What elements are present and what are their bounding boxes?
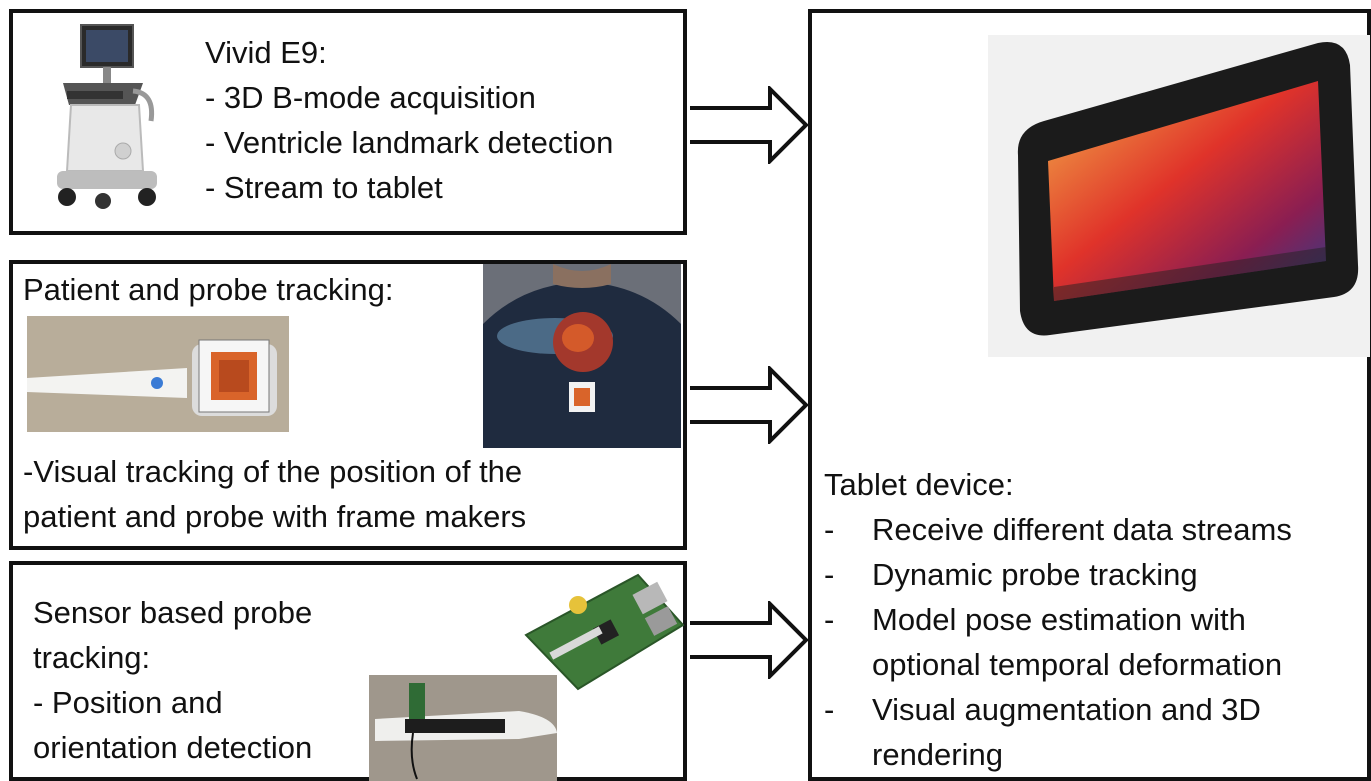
- sensor-tracking-box: Sensor based probe tracking: - Position …: [9, 561, 687, 781]
- probe-marker-image: [27, 316, 289, 432]
- sensor-line-2: tracking:: [33, 639, 151, 675]
- arrow-sensor-to-tablet: [690, 601, 809, 679]
- tablet-title: Tablet device:: [824, 467, 1014, 502]
- tablet-item-4-cont: rendering: [824, 733, 1292, 778]
- arrow-vivid-to-tablet: [690, 86, 809, 164]
- tablet-item-4: - Visual augmentation and 3D: [824, 688, 1292, 733]
- tablet-image: [988, 35, 1370, 357]
- dash-2: -: [824, 556, 835, 592]
- sensor-probe-image: [369, 675, 557, 781]
- vivid-item-1: - 3D B-mode acquisition: [205, 79, 536, 115]
- vivid-item-3: - Stream to tablet: [205, 169, 443, 205]
- tablet-item-3-cont-text: optional temporal deformation: [872, 646, 1283, 682]
- vivid-item-2: - Ventricle landmark detection: [205, 124, 614, 160]
- tablet-item-2-text: Dynamic probe tracking: [872, 556, 1198, 592]
- tablet-item-2: - Dynamic probe tracking: [824, 553, 1292, 598]
- ultrasound-machine-image: [43, 21, 163, 221]
- sensor-line-4: orientation detection: [33, 729, 313, 765]
- patient-marker-image: [483, 264, 681, 448]
- tablet-item-4-text: Visual augmentation and 3D: [872, 691, 1261, 727]
- circuit-board-image: [518, 565, 686, 693]
- tablet-item-3-cont: optional temporal deformation: [824, 643, 1292, 688]
- tracking-title: Patient and probe tracking:: [23, 272, 394, 307]
- dash-3: -: [824, 601, 835, 637]
- sensor-line-1: Sensor based probe: [33, 595, 313, 630]
- dash-4: -: [824, 691, 835, 727]
- arrow-tracking-to-tablet: [690, 366, 809, 444]
- vivid-e9-text: Vivid E9: - 3D B-mode acquisition - Vent…: [205, 31, 613, 211]
- tablet-item-3: - Model pose estimation with: [824, 598, 1292, 643]
- sensor-line-3: - Position and: [33, 684, 223, 720]
- tablet-item-1-text: Receive different data streams: [872, 512, 1292, 547]
- tablet-device-box: Tablet device: - Receive different data s…: [808, 9, 1371, 781]
- tablet-item-4-cont-text: rendering: [872, 736, 1003, 772]
- tracking-description: -Visual tracking of the position of the …: [23, 450, 526, 540]
- sensor-text: Sensor based probe tracking: - Position …: [33, 591, 312, 771]
- tablet-item-3-text: Model pose estimation with: [872, 601, 1246, 637]
- patient-probe-tracking-box: Patient and probe tracking: -Visual trac…: [9, 260, 687, 550]
- tracking-desc-line-1: -Visual tracking of the position of the: [23, 454, 523, 489]
- dash-1: -: [824, 512, 835, 547]
- vivid-e9-title: Vivid E9:: [205, 35, 327, 70]
- vivid-e9-box: Vivid E9: - 3D B-mode acquisition - Vent…: [9, 9, 687, 235]
- tablet-feature-list: - Receive different data streams - Dynamic…: [824, 508, 1292, 778]
- tracking-desc-line-2: patient and probe with frame makers: [23, 498, 527, 534]
- tablet-item-1: - Receive different data streams: [824, 508, 1292, 553]
